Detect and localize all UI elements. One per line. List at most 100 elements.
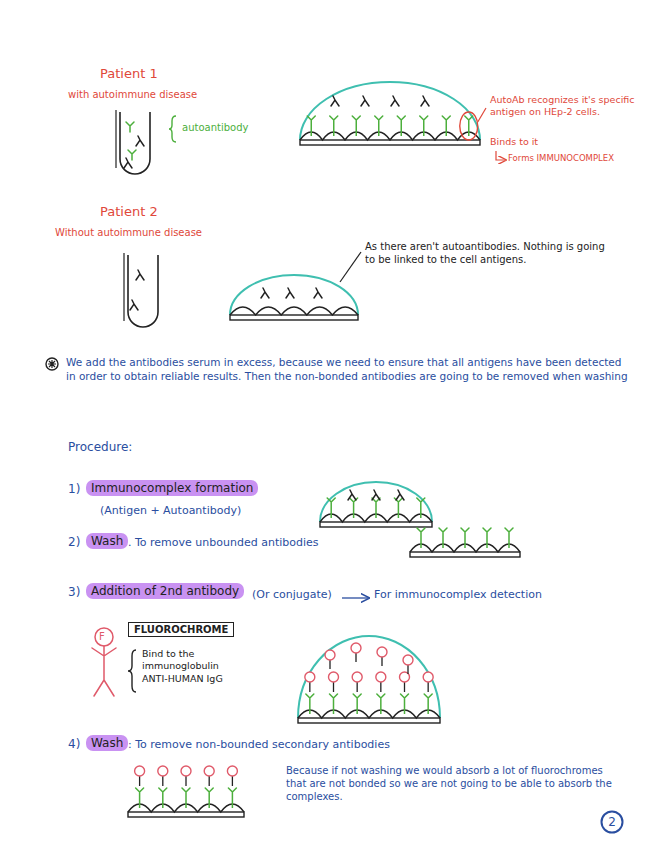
antigen [380,710,382,714]
antigen [330,514,332,518]
secondary-antibody-figure [92,646,116,696]
tube-rim [123,253,124,321]
brace [169,116,176,142]
section-heading: Procedure: [68,440,132,456]
antigen [486,544,488,548]
secondary-antibody [333,682,334,692]
serum-drop [230,275,358,315]
cell-layer [298,710,440,718]
slide [230,315,358,320]
fluorochrome-dot [329,672,339,682]
node-text: FLUOROCHROME [134,624,228,635]
patient-note: with autoimmune disease [68,88,197,101]
node-text: Wash [91,736,123,750]
highlight-term: Immunocomplex formation [86,480,258,496]
fluorochrome-dot [377,647,387,657]
test-tube [120,112,150,174]
cell-layer [320,514,432,522]
free-antibody [348,490,356,500]
free-antibody [361,96,369,106]
free-antibody [421,96,429,106]
secondary-antibody [139,776,140,786]
antigen [442,544,444,548]
callout-note: Forms IMMUNOCOMPLEX [508,153,614,164]
fluorochrome-dot [204,766,214,776]
node-text: Immunocomplex formation [91,481,253,495]
autoantibody-symbol [375,116,383,132]
fluorochrome-dot [376,672,386,682]
fluorochrome-dot [305,672,315,682]
autoantibody-symbol [126,122,134,132]
autoantibody-symbol [136,788,144,804]
step-number: 4) [68,737,80,753]
fluorochrome-dot [158,766,168,776]
fluorochrome-head [95,628,113,646]
autoantibody-symbol [377,694,385,710]
callout-note: AutoAb recognizes it's specific antigen … [490,94,640,119]
autoantibody-symbol [372,498,380,514]
circle-outline [602,812,623,833]
antigen [446,132,448,136]
secondary-antibody [357,682,358,692]
legend-label: autoantibody [182,121,248,134]
secondary-antibody [309,682,310,692]
antigen [378,132,380,136]
autoantibody-symbol [352,116,360,132]
free-antibody [314,288,322,298]
arrow [496,151,505,160]
node-text: Addition of 2nd antibody [91,584,239,598]
test-tube [128,255,158,327]
autoantibody-symbol [182,788,190,804]
secondary-antibody [355,653,356,662]
fluorochrome-dot [325,650,335,660]
tube-rim [115,110,116,168]
symbol-letter: F [99,630,105,643]
autoantibody-symbol [417,528,425,544]
antigen [375,514,377,518]
free-antibody [372,490,380,500]
antigen [420,544,422,548]
secondary-antibody [162,776,163,786]
antigen [353,514,355,518]
antigen [333,132,335,136]
fluorochrome-dot [181,766,191,776]
slide [410,552,520,557]
free-antibody [286,288,294,298]
step-number: 3) [68,585,80,601]
patient-heading: Patient 1 [100,66,158,83]
fluorochrome-dot [423,672,433,682]
antigen [401,132,403,136]
patient-note: Without autoimmune disease [55,226,202,239]
serum-drop [320,482,432,522]
callout-note: As there aren't autoantibodies. Nothing … [365,240,615,266]
cell-layer [230,307,358,315]
autoantibody-symbol [465,116,473,132]
secondary-antibody [380,682,381,692]
arrow [342,597,368,598]
antigen [464,544,466,548]
autoantibody-symbol [228,788,236,804]
secondary-antibody [232,776,233,786]
free-antibody [124,158,132,168]
step-number: 2) [68,535,80,551]
secondary-antibody [428,682,429,692]
step-note: : To remove non-bounded secondary antibo… [128,738,390,752]
note-star [46,358,58,370]
highlight-term: Wash [86,533,128,549]
cell-layer [410,544,520,552]
secondary-antibody [381,657,382,666]
antigen [185,804,187,808]
free-antibody [136,270,144,280]
antigen [427,710,429,714]
autoantibody-symbol [330,694,338,710]
free-antibody [130,300,138,310]
node-text: 2 [608,815,616,829]
autoantibody-symbol [483,528,491,544]
step-note: For immunocomplex detection [374,588,542,602]
antigen [423,132,425,136]
callout-note: Binds to it [490,136,538,148]
highlight-term: Wash [86,735,128,751]
cell-layer [128,804,244,812]
